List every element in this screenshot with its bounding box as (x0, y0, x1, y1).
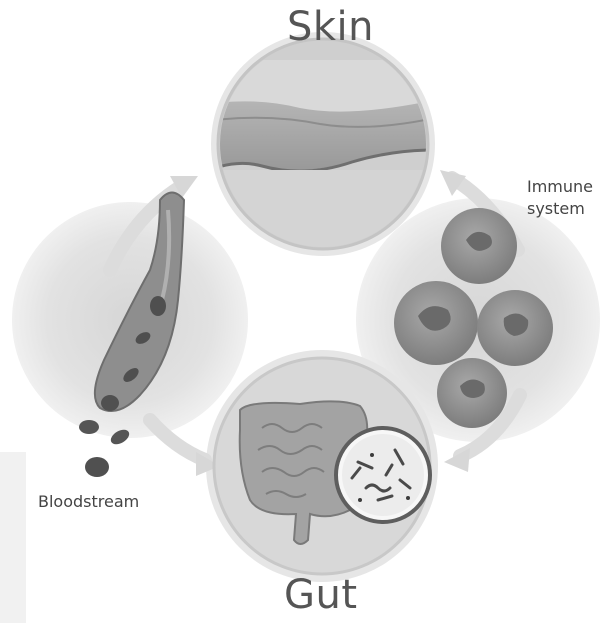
gut-title: Gut (284, 572, 358, 618)
skin-title: Skin (287, 4, 374, 50)
microscope-bacteria-icon (336, 428, 430, 522)
immune-system-label-line1: Immune (527, 177, 593, 197)
bloodstream-label: Bloodstream (38, 492, 139, 512)
immune-system-label-line2: system (527, 199, 585, 219)
